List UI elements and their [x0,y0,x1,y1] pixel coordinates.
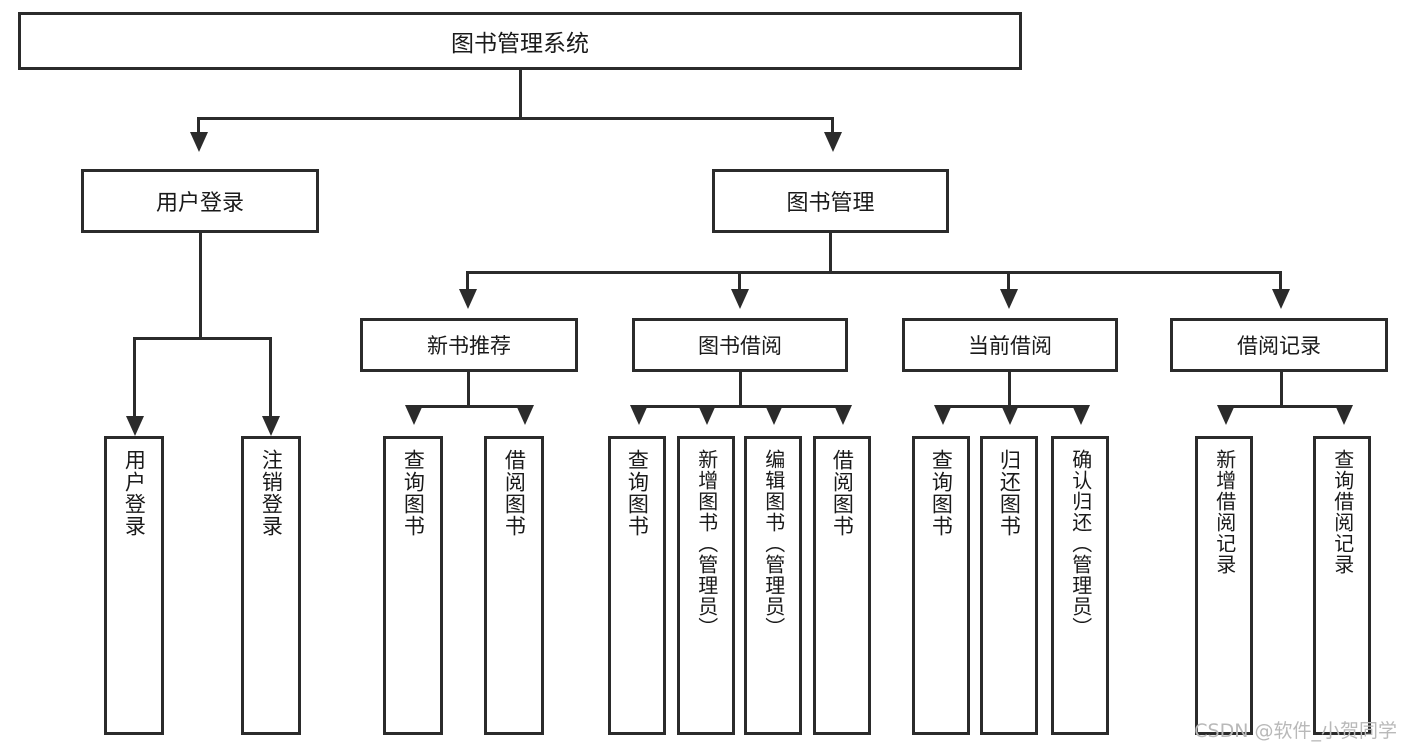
leaf-return-book[interactable]: 归还图书 [980,436,1038,735]
node-root-system[interactable]: 图书管理系统 [18,12,1022,70]
leaf-label: 查询图书 [625,449,650,537]
leaf-label: 借阅图书 [830,449,855,537]
arrowhead-bookmgmt-child-1 [459,289,477,309]
leaf-label: 归还图书 [997,449,1022,537]
arrowhead-borrow-leaf-1 [630,405,648,425]
connector-current-stem [1008,372,1011,405]
leaf-label: 用户登录 [122,449,147,537]
leaf-borrow-book-recommend[interactable]: 借阅图书 [484,436,544,735]
node-label: 图书管理系统 [451,31,589,57]
arrowhead-login-leaf-1 [126,416,144,436]
arrowhead-recommend-leaf-2 [516,405,534,425]
watermark-text: CSDN @软件_小贺同学 [1194,720,1397,742]
node-current-borrow[interactable]: 当前借阅 [902,318,1118,372]
arrowhead-current-leaf-3 [1072,405,1090,425]
connector-record-bus [1224,405,1343,408]
arrowhead-recommend-leaf-1 [405,405,423,425]
arrowhead-bookmgmt-child-3 [1000,289,1018,309]
arrowhead-current-leaf-2 [1001,405,1019,425]
arrowhead-borrow-leaf-2 [698,405,716,425]
node-label: 图书管理 [786,191,875,216]
leaf-add-book-admin[interactable]: 新增图书（管理员） [677,436,735,735]
leaf-query-book-borrow[interactable]: 查询图书 [608,436,666,735]
leaf-query-borrow-record[interactable]: 查询借阅记录 [1313,436,1371,735]
connector-recommend-stem [467,372,470,405]
leaf-label: 查询图书 [401,449,426,537]
connector-bookmgmt-branch-2 [738,271,741,291]
node-label: 图书借阅 [698,334,782,358]
leaf-edit-book-admin[interactable]: 编辑图书（管理员） [744,436,802,735]
leaf-label: 查询借阅记录 [1330,449,1355,575]
connector-recommend-bus [412,405,524,408]
connector-root-stem [519,70,522,117]
arrowhead-bookmgmt-child-4 [1272,289,1290,309]
connector-bookmgmt-branch-4 [1279,271,1282,291]
arrowhead-borrow-leaf-3 [765,405,783,425]
connector-borrow-bus [637,405,844,408]
connector-login-bus [133,337,272,340]
connector-bookmgmt-bus [466,271,1282,274]
arrowhead-record-leaf-1 [1217,405,1235,425]
connector-root-to-login [197,117,200,135]
node-label: 借阅记录 [1237,334,1321,358]
arrowhead-borrow-leaf-4 [834,405,852,425]
arrowhead-login-leaf-2 [262,416,280,436]
leaf-label: 新增图书（管理员） [694,449,719,638]
node-label: 新书推荐 [427,334,511,358]
leaf-label: 新增借阅记录 [1212,449,1237,575]
leaf-logout[interactable]: 注销登录 [241,436,301,735]
node-book-management[interactable]: 图书管理 [712,169,949,233]
connector-record-stem [1280,372,1283,405]
leaf-borrow-book[interactable]: 借阅图书 [813,436,871,735]
leaf-label: 编辑图书（管理员） [761,449,786,638]
leaf-label: 查询图书 [929,449,954,537]
node-label: 当前借阅 [968,334,1052,358]
leaf-query-book-recommend[interactable]: 查询图书 [383,436,443,735]
arrowhead-record-leaf-2 [1335,405,1353,425]
arrowhead-bookmgmt-child-2 [731,289,749,309]
connector-login-branch-2 [269,337,272,419]
leaf-label: 借阅图书 [502,449,527,537]
node-book-borrow[interactable]: 图书借阅 [632,318,848,372]
leaf-label: 确认归还（管理员） [1068,449,1093,638]
arrowhead-current-leaf-1 [934,405,952,425]
connector-bookmgmt-stem [829,233,832,271]
node-new-book-recommend[interactable]: 新书推荐 [360,318,578,372]
connector-root-to-bookmgmt [831,117,834,135]
node-user-login[interactable]: 用户登录 [81,169,319,233]
arrowhead-root-to-bookmgmt [824,132,842,152]
leaf-label: 注销登录 [259,449,284,537]
arrowhead-root-to-login [190,132,208,152]
connector-login-stem [199,233,202,337]
leaf-query-book-current[interactable]: 查询图书 [912,436,970,735]
node-label: 用户登录 [155,191,244,216]
leaf-add-borrow-record[interactable]: 新增借阅记录 [1195,436,1253,735]
leaf-user-login[interactable]: 用户登录 [104,436,164,735]
node-borrow-record[interactable]: 借阅记录 [1170,318,1388,372]
connector-bookmgmt-branch-1 [466,271,469,291]
connector-bookmgmt-branch-3 [1007,271,1010,291]
leaf-confirm-return-admin[interactable]: 确认归还（管理员） [1051,436,1109,735]
connector-root-bus [197,117,834,120]
connector-borrow-stem [739,372,742,405]
connector-login-branch-1 [133,337,136,419]
